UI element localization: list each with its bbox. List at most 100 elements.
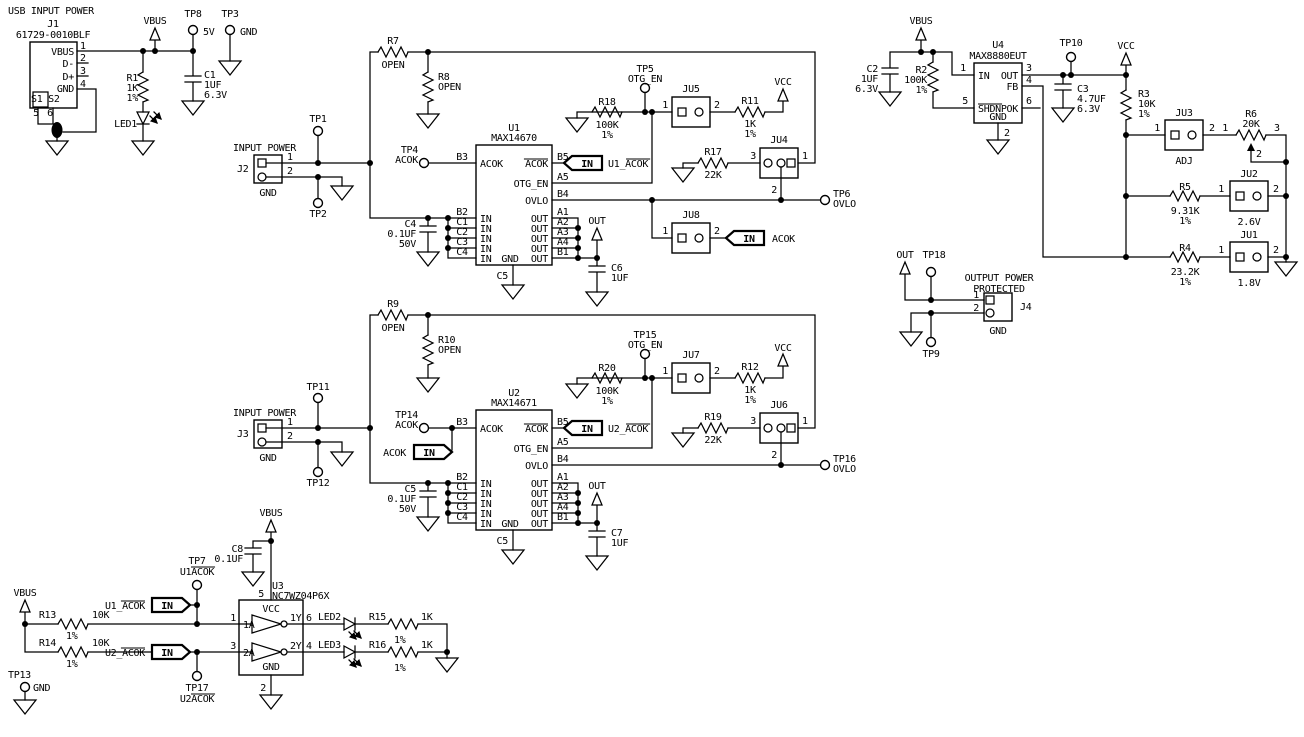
ref-r2: R2 — [916, 65, 928, 76]
tp11-testpoint[interactable] — [312, 392, 324, 404]
tol-r14: 1% — [66, 659, 78, 670]
part-j1: 61729-0010BLF — [16, 30, 91, 41]
r6-potentiometer[interactable] — [1235, 129, 1267, 141]
val-c7: 1UF — [611, 538, 628, 549]
tp3-testpoint[interactable] — [224, 24, 236, 36]
tp17-testpoint[interactable] — [191, 670, 203, 682]
ref-c8: C8 — [232, 544, 244, 555]
tp10-testpoint[interactable] — [1065, 51, 1077, 63]
u3-2y: 2Y — [290, 641, 302, 652]
j1-pin-dm: D- — [63, 59, 74, 70]
tol-r12: 1% — [744, 395, 756, 406]
j2-pin1: 1 — [287, 152, 293, 163]
val-c8: 0.1UF — [214, 554, 243, 565]
u3-pin1: 1 — [230, 613, 236, 624]
tp2-testpoint[interactable] — [312, 197, 324, 209]
u4-pok: POK — [1001, 104, 1018, 115]
ju5-pin2: 2 — [714, 100, 720, 111]
u4-in: IN — [978, 71, 990, 82]
ju3-jumper[interactable] — [1164, 119, 1204, 151]
net-vcc-3: VCC — [774, 343, 791, 354]
gnd-symbol — [671, 432, 695, 448]
ju1-jumper[interactable] — [1229, 241, 1269, 273]
ju5-jumper[interactable] — [671, 96, 711, 128]
r13-resistor — [57, 618, 89, 630]
u1-pin-c5: C5 — [497, 271, 509, 282]
ref-r1: R1 — [127, 73, 139, 84]
r8-resistor — [422, 71, 434, 103]
gnd-symbol — [501, 549, 525, 565]
u2-in3: IN — [480, 499, 492, 510]
net-out-2: OUT — [896, 250, 913, 261]
tp18-testpoint[interactable] — [925, 266, 937, 278]
tp14-testpoint[interactable] — [418, 422, 430, 434]
u1-pin-b1: B1 — [557, 247, 569, 258]
gnd-symbol — [330, 185, 354, 201]
u3-gnd: GND — [262, 662, 279, 673]
val-r17: 22K — [704, 170, 721, 181]
u1-pin-c2: C2 — [456, 227, 468, 238]
j3-pin1-square — [257, 423, 267, 433]
tp9-name: TP9 — [922, 349, 939, 360]
u1-in2: IN — [480, 224, 492, 235]
vbus-power-arrow — [915, 27, 927, 41]
volt-c4: 50V — [399, 239, 416, 250]
tp15-net: OTG_EN — [628, 340, 663, 351]
net-vbus-2: VBUS — [910, 16, 933, 27]
part-u3: NC7WZ04P6X — [272, 591, 329, 602]
tp13-testpoint[interactable] — [19, 681, 31, 693]
u1-acok-r: ACOK — [525, 159, 548, 170]
ju4-jumper[interactable] — [759, 147, 799, 179]
u2-out3: OUT — [531, 499, 548, 510]
u4-pin6: 6 — [1026, 96, 1032, 107]
tp2-name: TP2 — [309, 209, 326, 220]
u1-ic-body — [475, 144, 553, 266]
u4-pin1: 1 — [960, 63, 966, 74]
junction-dots — [315, 312, 784, 526]
tp9-testpoint[interactable] — [925, 336, 937, 348]
tp16-testpoint[interactable] — [819, 459, 831, 471]
gnd-symbol — [131, 140, 155, 156]
tp14-net: ACOK — [395, 420, 418, 431]
flag-acok1: ACOK — [772, 234, 795, 245]
ref-r19: R19 — [704, 412, 721, 423]
u2-out2: OUT — [531, 489, 548, 500]
tp6-testpoint[interactable] — [819, 194, 831, 206]
tp1-testpoint[interactable] — [312, 125, 324, 137]
val-r9: OPEN — [382, 323, 405, 334]
ju6-jumper[interactable] — [759, 412, 799, 444]
wires-u1 — [369, 51, 821, 293]
ref-r20: R20 — [598, 363, 615, 374]
tol-r16: 1% — [394, 663, 406, 674]
vbus-power-arrow — [19, 599, 31, 613]
tp4-testpoint[interactable] — [418, 157, 430, 169]
led1-symbol — [135, 111, 151, 126]
led2-arrow1 — [348, 631, 357, 640]
ju8-jumper[interactable] — [671, 222, 711, 254]
ref-c1: C1 — [204, 70, 216, 81]
gnd-symbol — [435, 657, 459, 673]
labels-layer: USB INPUT POWERJ161729-0010BLFVBUSD-D+GN… — [8, 6, 1280, 705]
ref-u2: U2 — [508, 388, 520, 399]
ju2-jumper[interactable] — [1229, 180, 1269, 212]
ref-r18: R18 — [598, 97, 615, 108]
ju7-jumper[interactable] — [671, 362, 711, 394]
tp12-testpoint[interactable] — [312, 466, 324, 478]
tp7-testpoint[interactable] — [191, 579, 203, 591]
u2-pin-a3: A3 — [557, 492, 569, 503]
val-c4: 0.1UF — [387, 229, 416, 240]
net-vbus-4: VBUS — [260, 508, 283, 519]
tol-r2: 1% — [916, 85, 928, 96]
r17-resistor — [697, 157, 729, 169]
ref-led3: LED3 — [318, 640, 341, 651]
tp8-testpoint[interactable] — [187, 24, 199, 36]
out-power-arrow — [591, 492, 603, 506]
ref-ju2: JU2 — [1240, 169, 1257, 180]
vbus-power-arrow — [149, 27, 161, 41]
r10-resistor — [422, 334, 434, 366]
ref-r4: R4 — [1179, 243, 1191, 254]
tp7-name: TP7 — [188, 556, 205, 567]
j3-pin2: 2 — [287, 431, 293, 442]
tp13-net: GND — [33, 683, 50, 694]
